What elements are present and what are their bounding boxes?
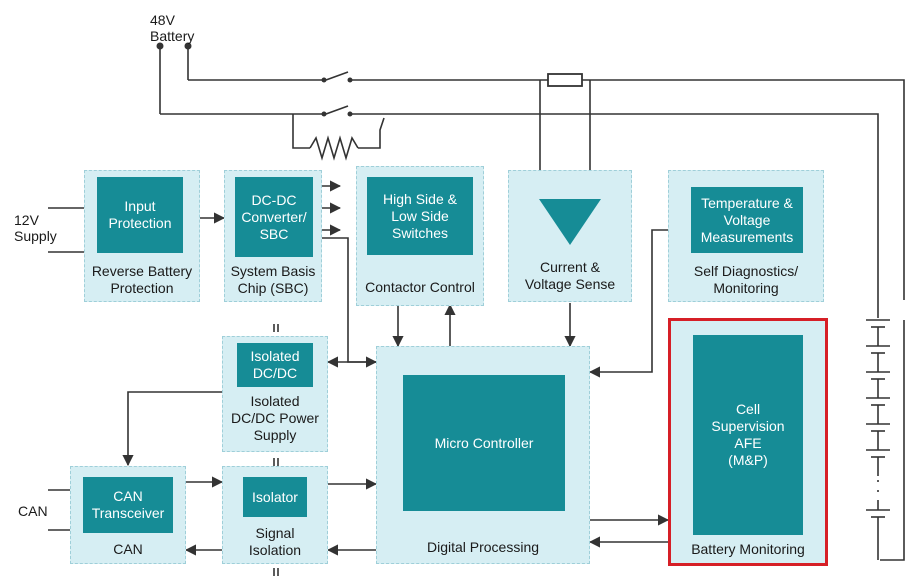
signal-isolation-block: Isolator Signal Isolation: [222, 466, 328, 564]
input-protection-block: Input Protection Reverse Battery Protect…: [84, 170, 200, 302]
self-diagnostics-block: Temperature & Voltage Measurements Self …: [668, 170, 824, 302]
supply-label: 12V Supply: [14, 212, 57, 244]
switch-contact-3: [321, 111, 327, 117]
signal-isolation-caption: Signal Isolation: [248, 525, 302, 558]
switch-contact-4: [347, 111, 353, 117]
battery-terminal-positive: [184, 42, 192, 50]
battery-label: 48V Battery: [150, 12, 195, 44]
micro-controller-chip: Micro Controller: [403, 375, 565, 511]
precharge-right: [358, 117, 385, 149]
battery-monitoring-highlight: [668, 318, 828, 566]
battery-monitoring-caption: Battery Monitoring: [691, 541, 805, 557]
top-switch: [325, 71, 349, 81]
digital-processing-block: Micro Controller Digital Processing: [376, 346, 590, 564]
second-rail-right: [352, 113, 879, 318]
fuse-icon: [547, 73, 583, 87]
can-caption: CAN: [113, 541, 143, 557]
top-rail-right: [582, 79, 905, 300]
isolated-dcdc-chip: Isolated DC/DC: [237, 343, 313, 387]
isolator-chip: Isolator: [243, 477, 307, 517]
second-switch: [325, 105, 349, 115]
can-block: CAN Transceiver CAN: [70, 466, 186, 564]
contactor-control-caption: Contactor Control: [365, 279, 475, 295]
switch-contact-1: [321, 77, 327, 83]
battery-monitoring-block: Cell Supervision AFE (M&P) Battery Monit…: [668, 318, 828, 564]
temperature-voltage-chip: Temperature & Voltage Measurements: [691, 187, 803, 253]
arrow-isolated-to-can: [122, 391, 222, 467]
current-sense-block: Current & Voltage Sense: [508, 170, 632, 302]
contactor-control-block: High Side & Low Side Switches Contactor …: [356, 166, 484, 306]
digital-processing-caption: Digital Processing: [426, 539, 540, 555]
right-return: [880, 320, 905, 561]
battery-cell-stack: [866, 319, 890, 560]
precharge-left: [292, 114, 310, 149]
can-transceiver-chip: CAN Transceiver: [83, 477, 173, 533]
contactor-switches-chip: High Side & Low Side Switches: [367, 177, 473, 255]
precharge-resistor: [309, 135, 359, 161]
self-diagnostics-caption: Self Diagnostics/ Monitoring: [693, 263, 799, 296]
isolated-dcdc-caption: Isolated DC/DC Power Supply: [231, 393, 319, 443]
arrow-diag-to-mcu: [588, 229, 668, 378]
input-protection-chip: Input Protection: [97, 177, 183, 253]
current-sense-caption: Current & Voltage Sense: [524, 259, 616, 292]
dcdc-caption: System Basis Chip (SBC): [230, 263, 316, 296]
switch-contact-2: [347, 77, 353, 83]
dcdc-block: DC-DC Converter/ SBC System Basis Chip (…: [224, 170, 322, 302]
cell-supervision-afe-chip: Cell Supervision AFE (M&P): [693, 335, 803, 535]
can-bus-label: CAN: [18, 503, 48, 519]
triangle-icon: [539, 199, 601, 245]
battery-terminal-negative: [156, 42, 164, 50]
isolated-dcdc-block: Isolated DC/DC Isolated DC/DC Power Supp…: [222, 336, 328, 452]
dcdc-chip: DC-DC Converter/ SBC: [235, 177, 313, 257]
input-protection-caption: Reverse Battery Protection: [91, 263, 193, 296]
